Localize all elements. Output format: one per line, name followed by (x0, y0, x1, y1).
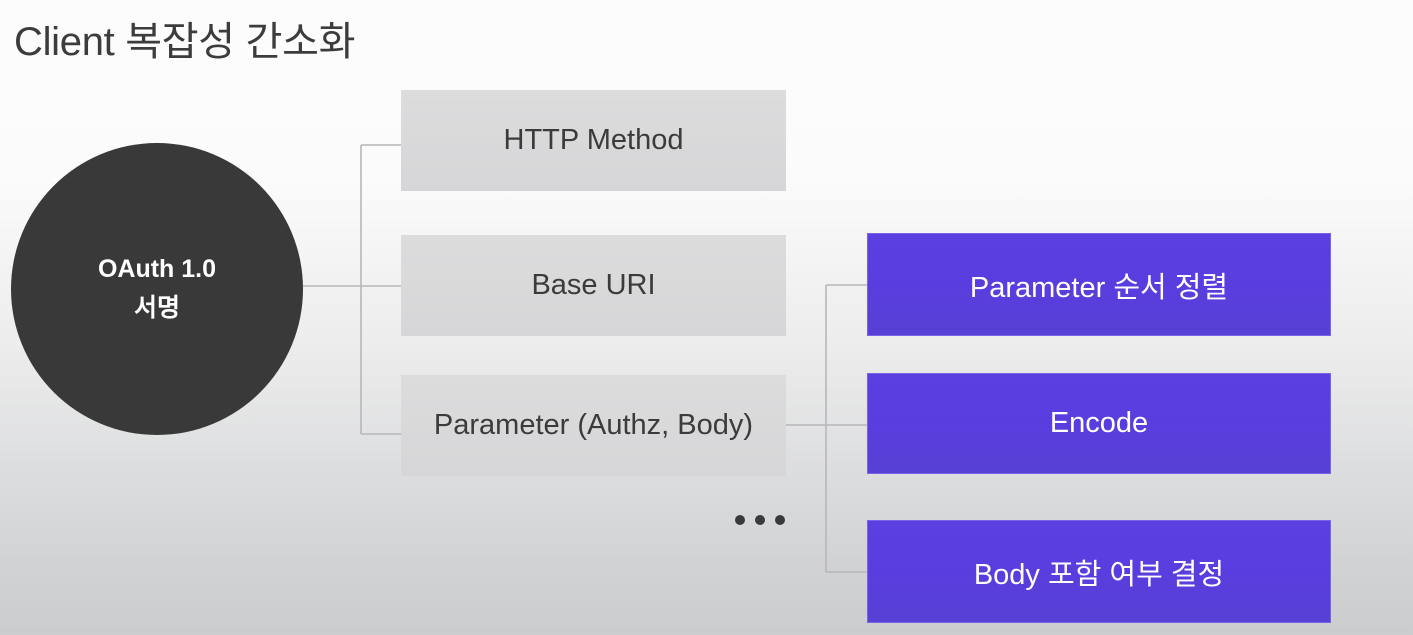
node-http-method[interactable]: HTTP Method (401, 90, 786, 191)
root-node-label-line1: OAuth 1.0 (97, 255, 217, 284)
ellipsis-dot-2 (755, 515, 765, 525)
node-parameter-authz-body[interactable]: Parameter (Authz, Body) (401, 375, 786, 476)
node-http-method-label: HTTP Method (503, 124, 684, 156)
ellipsis-dot-3 (775, 515, 785, 525)
root-node-label-line2: 서명 (133, 294, 180, 322)
node-parameter-order-sort-label: Parameter 순서 정렬 (969, 271, 1229, 304)
node-base-uri[interactable]: Base URI (401, 235, 786, 336)
node-body-inclusion-decision[interactable]: Body 포함 여부 결정 (867, 520, 1331, 623)
node-body-inclusion-decision-label: Body 포함 여부 결정 (973, 558, 1225, 591)
root-node-oauth-signature[interactable]: OAuth 1.0 서명 (11, 143, 303, 435)
node-parameter-order-sort[interactable]: Parameter 순서 정렬 (867, 233, 1331, 336)
ellipsis-more-indicator (735, 508, 785, 532)
node-base-uri-label: Base URI (531, 269, 656, 301)
node-encode-label: Encode (1049, 407, 1149, 439)
ellipsis-dot-1 (735, 515, 745, 525)
node-parameter-authz-body-label: Parameter (Authz, Body) (433, 409, 754, 441)
node-encode[interactable]: Encode (867, 373, 1331, 474)
page-title: Client 복잡성 간소화 (14, 20, 356, 64)
